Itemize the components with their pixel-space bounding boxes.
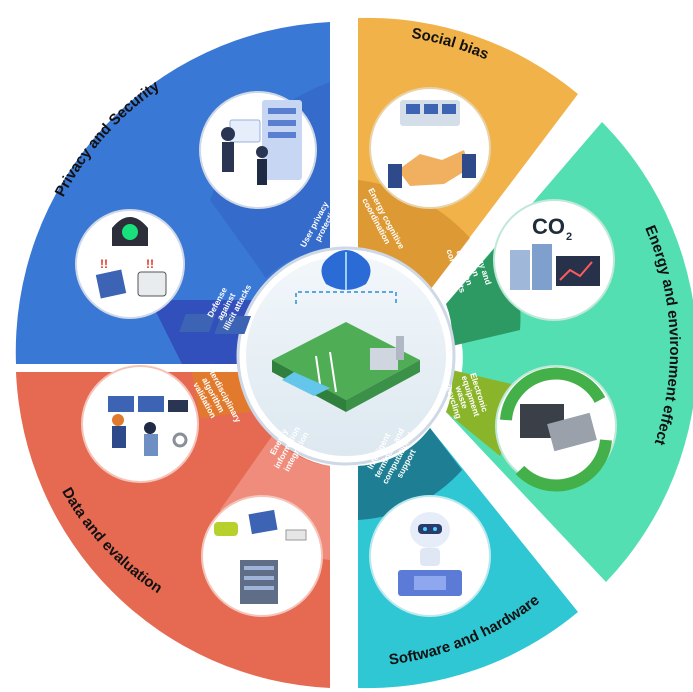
robot-chip-icon xyxy=(369,495,491,617)
co2-label: CO xyxy=(532,214,565,239)
center-hub xyxy=(179,246,456,466)
defense-attacks-icon: !! !! xyxy=(75,209,185,319)
energy-info-integration-icon xyxy=(201,495,323,617)
subsector-intelligent-terminals xyxy=(358,428,462,520)
svg-text:!!: !! xyxy=(146,257,154,271)
ewaste-recycling-icon xyxy=(495,365,617,492)
subsector-energy-cognitive xyxy=(358,180,470,290)
svg-text:!!: !! xyxy=(100,257,108,271)
interdisciplinary-validation-icon xyxy=(81,365,199,483)
user-privacy-icon xyxy=(199,91,317,209)
co2-subscript: 2 xyxy=(566,231,572,243)
social-bias-icon xyxy=(369,87,491,209)
co2-datacenter-icon: CO 2 xyxy=(493,199,615,321)
ai-brain-icon xyxy=(321,250,371,290)
smart-energy-plant-icon xyxy=(179,314,420,412)
